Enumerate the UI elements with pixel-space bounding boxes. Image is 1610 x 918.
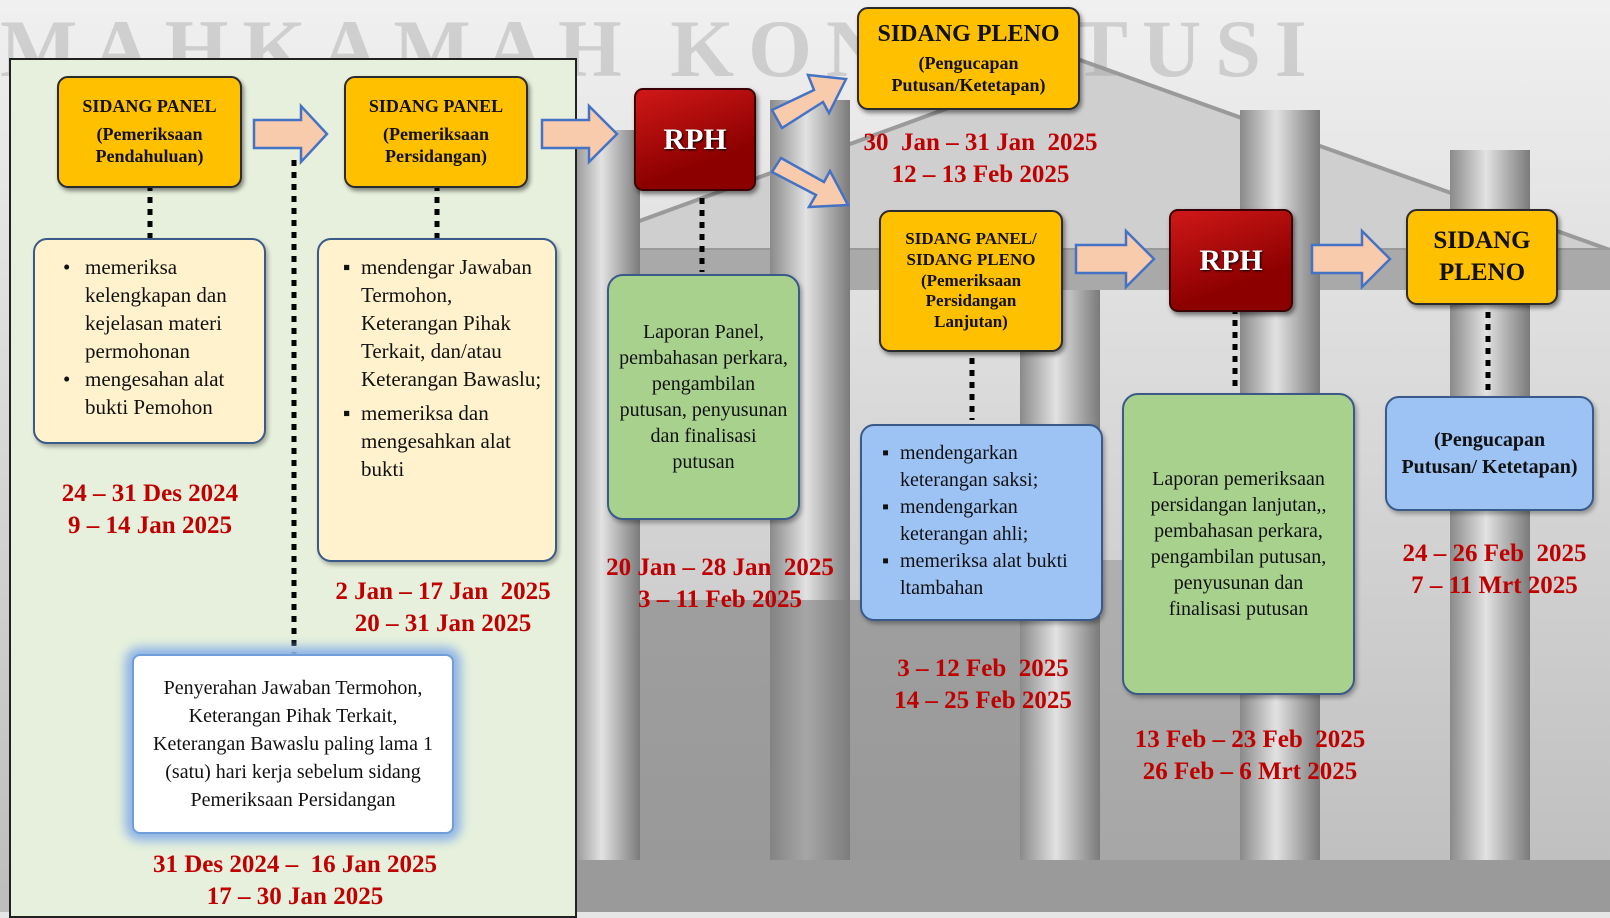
rph-description: Laporan pemeriksaan persidangan lanjutan…: [1150, 468, 1327, 620]
box-subtitle: (Pemeriksaan Persidangan Lanjutan): [920, 270, 1022, 332]
rph-box: RPH: [634, 88, 756, 191]
sidang-lanjutan-box: SIDANG PANEL/ SIDANG PLENO (Pemeriksaan …: [879, 210, 1063, 352]
date-line: 3 – 11 Feb 2025: [638, 586, 802, 613]
submission-note-box: Penyerahan Jawaban Termohon, Keterangan …: [132, 654, 454, 834]
sidang-pleno-putusan-box: SIDANG PLENO (Pengucapan Putusan/Ketetap…: [857, 7, 1080, 110]
activity-item: memeriksa kelengkapan dan kejelasan mate…: [49, 253, 254, 365]
rph-label: RPH: [663, 122, 727, 156]
lanjutan-dates: 3 – 12 Feb 2025 14 – 25 Feb 2025: [853, 653, 1113, 717]
box-title: SIDANG PANEL: [82, 96, 217, 117]
date-line: 20 Jan – 28 Jan 2025: [606, 554, 834, 581]
rph-lanjutan-description-box: Laporan pemeriksaan persidangan lanjutan…: [1122, 393, 1355, 695]
sidang-panel-persidangan-box: SIDANG PANEL (Pemeriksaan Persidangan): [344, 76, 528, 188]
lanjutan-activities-box: mendengarkan keterangan saksi; mendengar…: [860, 424, 1103, 621]
submission-text: Penyerahan Jawaban Termohon, Keterangan …: [153, 677, 433, 811]
date-line: 12 – 13 Feb 2025: [891, 161, 1070, 188]
date-line: 9 – 14 Jan 2025: [68, 512, 232, 539]
date-line: 13 Feb – 23 Feb 2025: [1134, 726, 1366, 753]
rph-label: RPH: [1199, 243, 1263, 277]
persidangan-activities-box: mendengar Jawaban Termohon, Keterangan P…: [317, 238, 557, 562]
activity-item: memeriksa dan mengesahkan alat bukti: [325, 399, 547, 483]
persidangan-dates: 2 Jan – 17 Jan 2025 20 – 31 Jan 2025: [318, 576, 568, 640]
date-line: 7 – 11 Mrt 2025: [1411, 572, 1578, 599]
date-line: 17 – 30 Jan 2025: [206, 883, 384, 910]
box-subtitle: (Pengucapan Putusan/Ketetapan): [891, 52, 1046, 95]
submission-dates: 31 Des 2024 – 16 Jan 2025 17 – 30 Jan 20…: [120, 849, 470, 913]
date-line: 30 Jan – 31 Jan 2025: [863, 129, 1098, 156]
box-subtitle: (Pemeriksaan Persidangan): [383, 124, 489, 166]
box-title: SIDANG PANEL: [368, 96, 504, 117]
activity-item: mengesahan alat bukti Pemohon: [49, 365, 254, 421]
box-title: SIDANG PLENO: [1433, 227, 1531, 286]
date-line: 24 – 26 Feb 2025: [1402, 540, 1587, 567]
activity-item: mendengarkan keterangan saksi;: [864, 440, 1095, 494]
box-title: SIDANG PLENO: [877, 21, 1060, 48]
sidang-pleno-box: SIDANG PLENO: [1406, 209, 1558, 305]
activity-item: mendengarkan keterangan ahli;: [864, 494, 1095, 548]
box-title: SIDANG PANEL/ SIDANG PLENO: [905, 229, 1037, 269]
pleno-putusan-dates: 30 Jan – 31 Jan 2025 12 – 13 Feb 2025: [843, 127, 1118, 191]
pendahuluan-activities-box: memeriksa kelengkapan dan kejelasan mate…: [33, 238, 266, 444]
rph-description: Laporan Panel, pembahasan perkara, penga…: [619, 321, 788, 473]
pleno-putusan-note-box: (Pengucapan Putusan/ Ketetapan): [1385, 396, 1594, 511]
rph-box: RPH: [1169, 209, 1293, 312]
box-subtitle: (Pemeriksaan Pendahuluan): [95, 124, 204, 166]
date-line: 31 Des 2024 – 16 Jan 2025: [152, 851, 438, 878]
date-line: 2 Jan – 17 Jan 2025: [335, 578, 551, 605]
pleno-final-dates: 24 – 26 Feb 2025 7 – 11 Mrt 2025: [1382, 538, 1607, 602]
pendahuluan-dates: 24 – 31 Des 2024 9 – 14 Jan 2025: [40, 478, 260, 542]
date-line: 26 Feb – 6 Mrt 2025: [1142, 758, 1358, 785]
rph-lanjutan-dates: 13 Feb – 23 Feb 2025 26 Feb – 6 Mrt 2025: [1110, 724, 1390, 788]
rph-dates: 20 Jan – 28 Jan 2025 3 – 11 Feb 2025: [590, 552, 850, 616]
date-line: 20 – 31 Jan 2025: [354, 610, 532, 637]
date-line: 14 – 25 Feb 2025: [894, 687, 1072, 714]
date-line: 3 – 12 Feb 2025: [897, 655, 1069, 682]
activity-item: memeriksa alat bukti ltambahan: [864, 548, 1095, 602]
rph-description-box: Laporan Panel, pembahasan perkara, penga…: [607, 274, 800, 520]
activity-item: mendengar Jawaban Termohon, Keterangan P…: [325, 253, 547, 393]
pleno-note-text: (Pengucapan Putusan/ Ketetapan): [1401, 428, 1578, 478]
date-line: 24 – 31 Des 2024: [61, 480, 239, 507]
sidang-panel-pendahuluan-box: SIDANG PANEL (Pemeriksaan Pendahuluan): [57, 76, 242, 188]
